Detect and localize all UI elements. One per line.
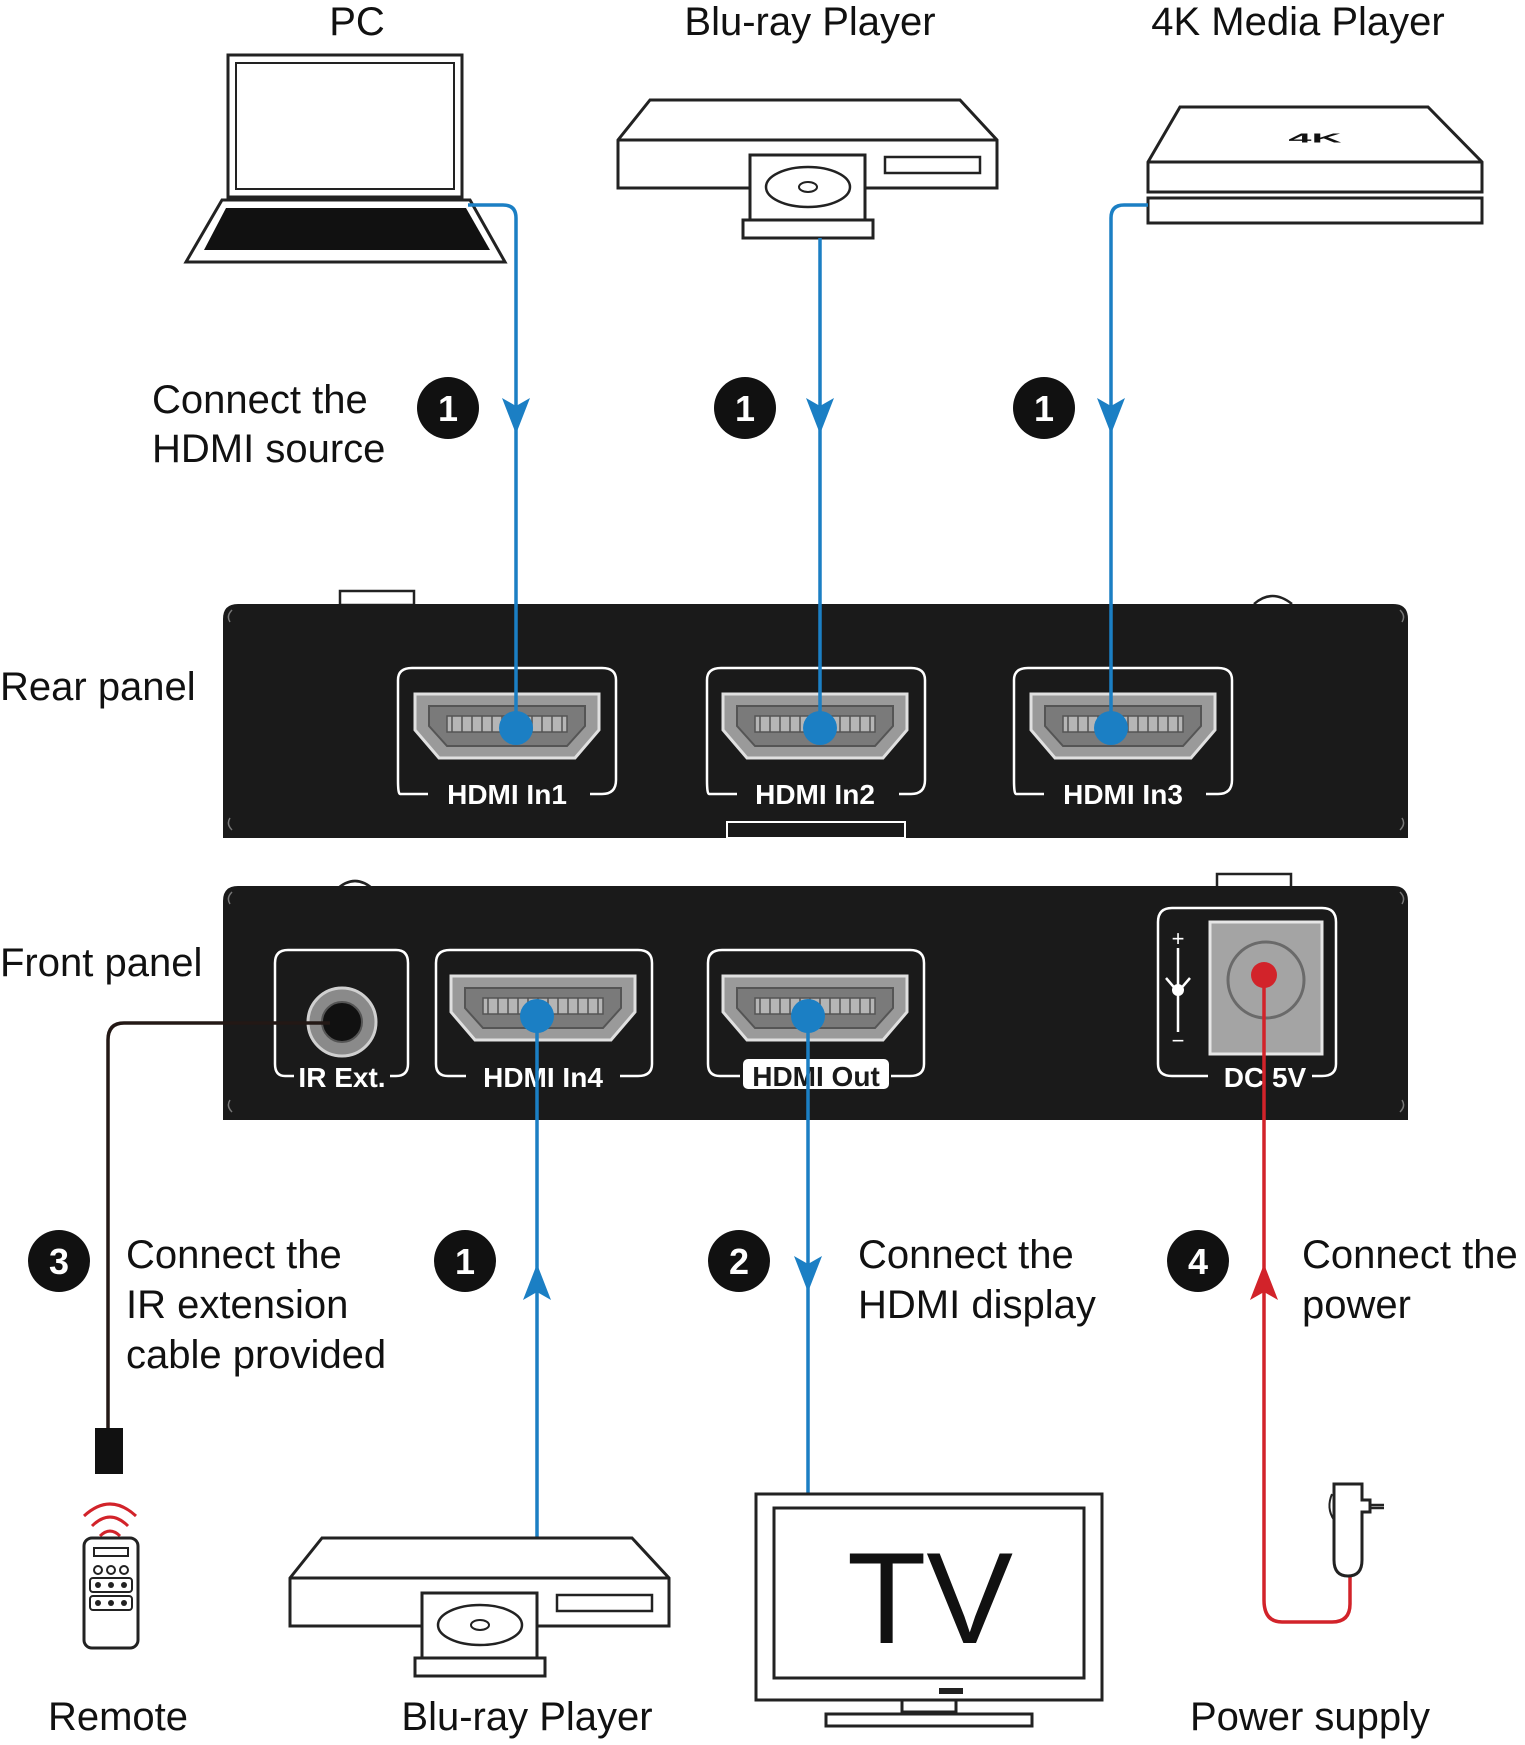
hdmi-in4-port[interactable]: HDMI In4 xyxy=(434,948,654,1093)
step-badge-power: 4 xyxy=(1167,1230,1229,1292)
media-player-label: 4K Media Player xyxy=(1151,0,1444,44)
step-badge-ir: 3 xyxy=(28,1230,90,1292)
remote-label: Remote xyxy=(48,1695,188,1739)
hdmi-in3-plug-icon xyxy=(1094,711,1128,745)
svg-text:4: 4 xyxy=(1188,1241,1208,1282)
ir-ext-port[interactable]: IR Ext. xyxy=(273,948,410,1093)
step-badge-source-2: 1 xyxy=(714,377,776,439)
connect-ir-line2: IR extension xyxy=(126,1283,348,1327)
bluray-player-top-icon xyxy=(616,98,999,240)
bluray-player-bottom-icon xyxy=(288,1536,671,1678)
svg-text:1: 1 xyxy=(438,388,458,429)
hdmi-in2-label: HDMI In2 xyxy=(755,779,875,810)
power-adapter-icon xyxy=(1328,1482,1384,1578)
front-panel-label: Front panel xyxy=(0,941,202,985)
pc-label: PC xyxy=(329,0,385,44)
hdmi-out-label: HDMI Out xyxy=(752,1061,880,1092)
ir-receiver-icon xyxy=(95,1428,123,1474)
hdmi-in3-label: HDMI In3 xyxy=(1063,779,1183,810)
hdmi-in2-port[interactable]: HDMI In2 xyxy=(705,666,927,810)
dc-minus-label: − xyxy=(1172,1028,1185,1053)
tv-screen-label: TV xyxy=(847,1525,1013,1671)
connect-ir-line3: cable provided xyxy=(126,1333,386,1377)
hdmi-in1-plug-icon xyxy=(499,711,533,745)
hdmi-in3-port[interactable]: HDMI In3 xyxy=(1012,666,1234,810)
pc-laptop-icon xyxy=(183,53,508,264)
remote-control-icon xyxy=(82,1502,140,1650)
svg-text:2: 2 xyxy=(729,1241,749,1282)
bluray-player-top-label: Blu-ray Player xyxy=(684,0,935,44)
dc-plus-label: + xyxy=(1172,926,1185,951)
arrow-down-in3-icon xyxy=(1097,398,1125,434)
arrow-up-power-icon xyxy=(1250,1264,1278,1300)
power-supply-label: Power supply xyxy=(1190,1695,1430,1739)
rear-panel-label: Rear panel xyxy=(0,665,196,709)
svg-text:1: 1 xyxy=(735,388,755,429)
dc-5v-port[interactable]: + − DC 5V xyxy=(1156,906,1338,1093)
arrow-down-in2-icon xyxy=(806,398,834,434)
step-badge-source-1: 1 xyxy=(417,377,479,439)
dc-plug-icon xyxy=(1251,962,1277,988)
bluray-player-bottom-label: Blu-ray Player xyxy=(401,1695,652,1739)
hdmi-in1-port[interactable]: HDMI In1 xyxy=(396,666,618,810)
hdmi-out-plug-icon xyxy=(791,999,825,1033)
hdmi-out-port[interactable]: HDMI Out xyxy=(706,948,926,1092)
connect-power-line2: power xyxy=(1302,1283,1411,1327)
hdmi-in4-plug-icon xyxy=(520,999,554,1033)
svg-text:3: 3 xyxy=(49,1241,69,1282)
hdmi-cable-4k xyxy=(1109,203,1148,728)
media-player-logo: 4K xyxy=(1288,131,1341,146)
svg-text:1: 1 xyxy=(455,1241,475,1282)
step-badge-source-3: 1 xyxy=(1013,377,1075,439)
ir-ext-label: IR Ext. xyxy=(298,1062,385,1093)
connect-source-line1: Connect the xyxy=(152,378,368,422)
dc-polarity-icon xyxy=(1165,948,1191,1032)
hdmi-in4-label: HDMI In4 xyxy=(483,1062,603,1093)
connect-display-line2: HDMI display xyxy=(858,1283,1096,1327)
step-badge-source-4: 1 xyxy=(434,1230,496,1292)
arrow-down-in1-icon xyxy=(502,398,530,434)
connect-source-line2: HDMI source xyxy=(152,427,385,471)
ir-cable xyxy=(106,1021,330,1430)
connect-power-line1: Connect the xyxy=(1302,1233,1518,1277)
step-badge-display: 2 xyxy=(708,1230,770,1292)
power-cable xyxy=(1262,975,1352,1624)
media-player-4k-icon: 4K xyxy=(1146,105,1484,225)
arrow-up-in4-icon xyxy=(523,1264,551,1300)
hdmi-cable-pc xyxy=(468,203,518,728)
tv-icon xyxy=(754,1492,1104,1728)
arrow-down-out-icon xyxy=(794,1256,822,1292)
connect-display-line1: Connect the xyxy=(858,1233,1074,1277)
svg-text:1: 1 xyxy=(1034,388,1054,429)
connect-ir-line1: Connect the xyxy=(126,1233,342,1277)
hdmi-in1-label: HDMI In1 xyxy=(447,779,567,810)
hdmi-in2-plug-icon xyxy=(803,711,837,745)
